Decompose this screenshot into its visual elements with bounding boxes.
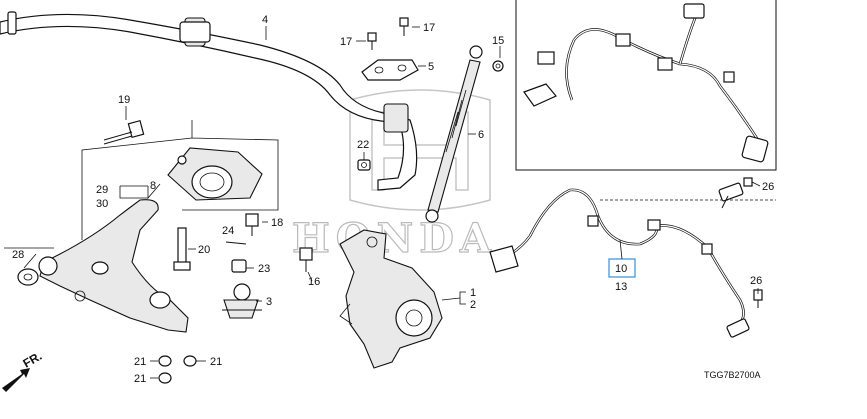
front-direction-marker: FR. — [2, 349, 44, 392]
callout-26-a: 26 — [762, 181, 774, 193]
callout-30: 30 — [96, 198, 108, 210]
pin-24 — [225, 241, 247, 245]
harness-box — [515, 0, 777, 171]
callout-13: 13 — [615, 281, 627, 293]
callout-17-a: 17 — [340, 36, 352, 48]
bolt-17-a — [367, 32, 377, 50]
diagram-code: TGG7B2700A — [704, 370, 761, 380]
steering-knuckle — [339, 229, 443, 369]
callout-19: 19 — [118, 94, 130, 106]
callout-1: 1 — [470, 287, 476, 299]
honda-watermark: HONDA — [291, 89, 497, 263]
callout-18: 18 — [271, 217, 283, 229]
front-label: FR. — [21, 349, 45, 371]
callout-23: 23 — [258, 263, 270, 275]
bolt-18 — [245, 213, 259, 236]
callout-22: 22 — [357, 139, 369, 151]
callout-2: 2 — [470, 299, 476, 311]
nut-21-a — [158, 355, 172, 367]
nut-23 — [231, 259, 247, 273]
leader-lines — [4, 26, 761, 379]
callout-10: 10 — [615, 263, 627, 275]
callout-5: 5 — [428, 61, 434, 73]
sensor-harness-assembly — [489, 177, 776, 338]
lower-control-arm — [17, 199, 189, 333]
callout-21-a: 21 — [134, 356, 146, 368]
bushing-8 — [167, 147, 263, 201]
bolt-16 — [299, 247, 313, 272]
nut-21-b — [183, 355, 197, 367]
front-arrow-icon — [2, 368, 30, 392]
nut-15 — [492, 60, 504, 72]
bolt-20 — [173, 227, 191, 271]
callout-15: 15 — [492, 35, 504, 47]
bracket-5 — [361, 59, 419, 81]
callout-26-b: 26 — [750, 275, 762, 287]
stabilizer-bar — [0, 11, 418, 191]
honda-logo-mark — [349, 89, 491, 211]
callout-16: 16 — [308, 276, 320, 288]
callout-28: 28 — [12, 249, 24, 261]
callout-24: 24 — [222, 225, 234, 237]
ball-joint-3 — [222, 283, 262, 319]
callout-4: 4 — [262, 14, 268, 26]
callout-labels: 4 17 17 5 15 6 22 19 8 29 30 28 18 24 20… — [12, 14, 774, 385]
callout-6: 6 — [478, 129, 484, 141]
nut-22 — [357, 159, 371, 171]
callout-29: 29 — [96, 184, 108, 196]
callout-20: 20 — [198, 244, 210, 256]
callout-3: 3 — [266, 296, 272, 308]
bolt-19 — [103, 119, 145, 145]
callout-21-b: 21 — [210, 356, 222, 368]
callout-8: 8 — [150, 180, 156, 192]
callout-17-b: 17 — [423, 22, 435, 34]
honda-watermark-text: HONDA — [292, 215, 497, 262]
stabilizer-link — [425, 45, 483, 223]
nut-21-c — [158, 372, 172, 384]
callout-21-c: 21 — [134, 373, 146, 385]
bolt-17-b — [399, 17, 409, 36]
